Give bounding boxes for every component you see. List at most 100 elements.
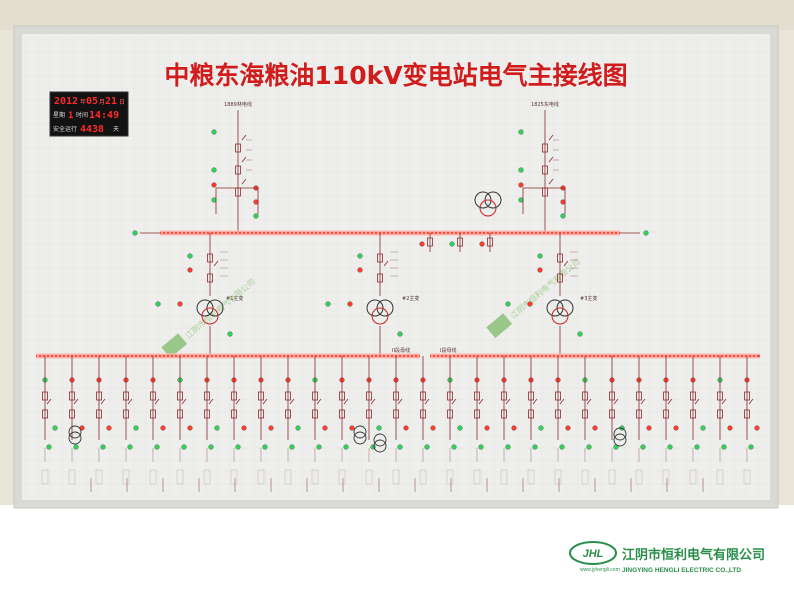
bus-10kv-i-led <box>687 355 689 357</box>
bus-110kv-led <box>329 232 331 234</box>
bus-10kv-ii-led <box>153 355 155 357</box>
aux-transformer-right-winding-b <box>484 191 502 209</box>
bus-10kv-i-led <box>539 355 541 357</box>
feeder-22-breaker-2 <box>609 409 615 419</box>
feeder-20-status-lamp <box>565 425 571 431</box>
bus-110kv-led <box>373 232 375 234</box>
bus-110kv-led <box>341 232 343 234</box>
feeder-6-status-lamp <box>187 425 193 431</box>
maker-logo-ring <box>569 541 617 565</box>
bus-10kv-i-led <box>727 355 729 357</box>
feeder-1-breaker-2 <box>42 409 48 419</box>
bus-110kv-led <box>381 232 383 234</box>
feeder-20-bottom-lamp <box>559 444 565 450</box>
single-line-diagram <box>36 110 760 492</box>
coupler-lamp <box>479 241 485 247</box>
bus-110kv-led <box>233 232 235 234</box>
bus-110kv-led <box>457 232 459 234</box>
bus-110kv-led <box>477 232 479 234</box>
bus-10kv-ii-led <box>373 355 375 357</box>
bus-10kv-ii-led <box>289 355 291 357</box>
incomer-right-breaker <box>542 165 548 175</box>
bus-10kv-ii-led <box>393 355 395 357</box>
main-transformer-3-hv-breaker <box>557 253 563 263</box>
descriptor-block <box>522 478 524 492</box>
bus-10kv-ii-led <box>273 355 275 357</box>
feeder-10-breaker-2 <box>285 409 291 419</box>
feeder-9-label-box <box>257 469 265 485</box>
bus-110kv-led <box>361 232 363 234</box>
bus-10kv-i-led <box>531 355 533 357</box>
bus-110kv-led <box>569 232 571 234</box>
bus-10kv-ii-led <box>185 355 187 357</box>
feeder-1-switch <box>46 398 52 405</box>
bus-110kv-led <box>433 232 435 234</box>
bus-110kv-led <box>213 232 215 234</box>
main-transformer-3-lamp-a <box>505 301 511 307</box>
feeder-5-switch <box>154 398 160 405</box>
bus-10kv-i-led <box>451 355 453 357</box>
incomer-left-switch <box>241 178 247 185</box>
descriptor-block <box>342 478 344 492</box>
bus-110kv-led <box>469 232 471 234</box>
bus-110kv-led <box>309 232 311 234</box>
bus-110kv-led <box>397 232 399 234</box>
bus-110kv-led <box>425 232 427 234</box>
feeder-2-bottom-lamp <box>73 444 79 450</box>
feeder-19-breaker-2 <box>528 409 534 419</box>
main-transformer-3-winding-b <box>556 299 574 317</box>
descriptor-block <box>378 478 380 492</box>
bus-110kv-led <box>581 232 583 234</box>
feeder-9-status-lamp <box>268 425 274 431</box>
feeder-24-switch <box>667 398 673 405</box>
bus-110kv-led <box>205 232 207 234</box>
feeder-16-breaker-2 <box>447 409 453 419</box>
feeder-12-breaker-2 <box>339 409 345 419</box>
feeder-10-switch <box>289 398 295 405</box>
bus-10kv-i-led <box>699 355 701 357</box>
bus-10kv-i-led <box>599 355 601 357</box>
descriptor-block <box>162 478 164 492</box>
main-transformer-3-winding-c <box>551 307 569 325</box>
bus-10kv-ii-led <box>333 355 335 357</box>
feeder-22-switch <box>613 398 619 405</box>
bus-10kv-ii-led <box>253 355 255 357</box>
feeder-3-label-box <box>95 469 103 485</box>
feeder-15-label-box <box>419 469 427 485</box>
main-transformer-3-hv-lamp <box>537 253 543 259</box>
led-time: 14:49 <box>89 110 119 121</box>
feeder-22-label-box <box>608 469 616 485</box>
feeder-14-breaker <box>393 391 399 401</box>
transformer-2-label: #2主变 <box>402 295 419 302</box>
feeder-26-breaker <box>717 391 723 401</box>
feeder-25-bottom-lamp <box>694 444 700 450</box>
descriptor-block <box>486 478 488 492</box>
led-weekday: 1 <box>68 111 73 121</box>
bus-10kv-ii-led <box>89 355 91 357</box>
bus-110kv-led <box>521 232 523 234</box>
bus-10kv-i-led <box>431 355 433 357</box>
bus-10kv-ii-led <box>49 355 51 357</box>
feeder-22-breaker <box>609 391 615 401</box>
led-safe-label: 安全运行 <box>53 125 77 133</box>
bus-110kv-led <box>577 232 579 234</box>
bus-10kv-i-led <box>703 355 705 357</box>
bus-110kv-led <box>481 232 483 234</box>
feeder-11-label-box <box>311 469 319 485</box>
feeder-15-breaker-2 <box>420 409 426 419</box>
feeder-3-breaker <box>96 391 102 401</box>
bus-110kv-led <box>525 232 527 234</box>
aux-transformer-4-b <box>613 433 627 447</box>
bus-110kv-led <box>573 232 575 234</box>
bus-10kv-ii-led <box>293 355 295 357</box>
bus-10kv-ii-led <box>345 355 347 357</box>
bus-10kv-ii-led <box>301 355 303 357</box>
bus-10kv-ii-led <box>285 355 287 357</box>
aux-transformer-3-b <box>373 439 387 453</box>
bus-10kv-i-led <box>559 355 561 357</box>
bus-10kv-i-led <box>471 355 473 357</box>
bus-10kv-i-led <box>543 355 545 357</box>
bus-110kv-led <box>545 232 547 234</box>
bus-10kv-i-led <box>587 355 589 357</box>
feeder-5-label-box <box>149 469 157 485</box>
